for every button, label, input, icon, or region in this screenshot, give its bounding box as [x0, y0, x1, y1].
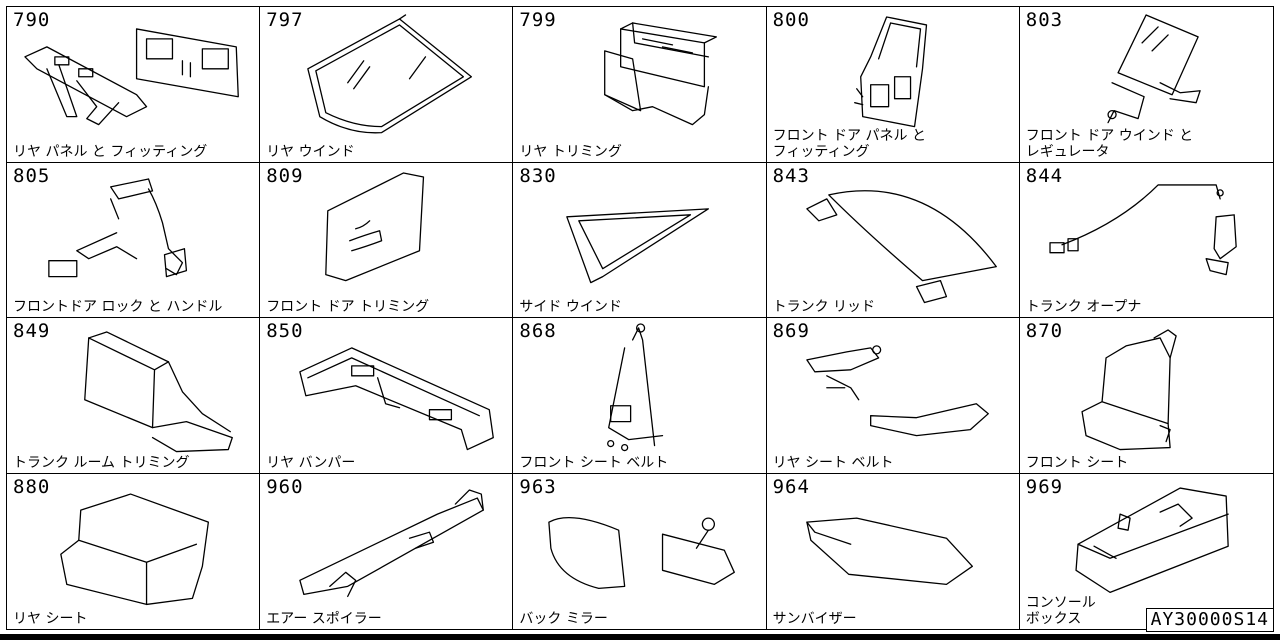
part-code: 868 [519, 320, 557, 342]
parts-index-grid: 790 リヤ パネル と フィッティング 797 リヤ ウインド 799 リヤ トリミ… [6, 6, 1274, 630]
part-label: リヤ パネル と フィッティング [13, 143, 208, 160]
part-label: フロント シート ベルト [519, 454, 669, 471]
trunk-room-trim-icon [84, 331, 233, 453]
part-cell-964[interactable]: 964 サンバイザー [767, 473, 1020, 629]
part-code: 843 [772, 164, 810, 187]
part-code: 844 [1025, 164, 1064, 187]
part-cell-843[interactable]: 843 トランク リッド [766, 162, 1020, 318]
part-code: 800 [772, 9, 810, 31]
part-code: 963 [519, 475, 557, 498]
part-code: 869 [772, 320, 810, 342]
part-label: リヤ シート [13, 611, 88, 627]
part-label: サンバイザー [772, 611, 857, 627]
rear-seat-belt-icon [805, 345, 989, 437]
rear-window-icon [307, 14, 473, 134]
part-code: 870 [1025, 320, 1064, 342]
sun-visor-icon [805, 516, 973, 585]
rear-trim-icon [604, 22, 718, 126]
part-code: 790 [13, 9, 51, 31]
part-label: トランク ルーム トリミング [13, 454, 190, 471]
part-label: リヤ ウインド [266, 143, 355, 160]
part-label: エアー スポイラー [266, 611, 382, 627]
part-code: 964 [772, 475, 810, 498]
part-label: リヤ バンパー [266, 454, 356, 471]
part-label: フロント シート [1025, 454, 1129, 471]
part-label: フロント ドア ウインド と レギュレータ [1025, 127, 1194, 160]
part-cell-844[interactable]: 844 トランク オープナ [1019, 163, 1273, 318]
part-label: トランク オープナ [1025, 299, 1142, 315]
part-label: サイド ウインド [519, 299, 622, 315]
part-cell-800[interactable]: 800 フロント ドア パネル と フィッティング [766, 7, 1020, 163]
part-cell-963[interactable]: 963 バック ミラー [513, 473, 767, 629]
side-window-icon [566, 207, 710, 283]
part-label: リヤ トリミング [519, 143, 622, 160]
part-code: 880 [13, 475, 51, 498]
part-cell-799[interactable]: 799 リヤ トリミング [513, 7, 767, 163]
part-label: フロント ドア トリミング [266, 299, 430, 315]
part-cell-850[interactable]: 850 リヤ バンパー [260, 318, 514, 474]
part-cell-960[interactable]: 960 エアー スポイラー [260, 473, 514, 629]
front-seat-icon [1081, 329, 1177, 451]
part-code: 960 [266, 475, 304, 498]
part-code: 809 [266, 164, 304, 187]
part-label: リヤ シート ベルト [772, 454, 894, 471]
front-door-panel-icon [853, 16, 927, 128]
part-code: 849 [13, 320, 51, 342]
part-cell-880[interactable]: 880 リヤ シート [7, 473, 261, 629]
door-lock-handle-icon [48, 177, 188, 277]
footer-rule [0, 634, 1280, 640]
part-cell-803[interactable]: 803 フロント ドア ウインド と レギュレータ [1019, 7, 1273, 163]
mirror-icon [548, 516, 736, 589]
catalog-code: AY30000S14 [1145, 608, 1274, 632]
console-box-icon [1075, 486, 1229, 593]
door-window-regulator-icon [1107, 14, 1201, 124]
part-code: 803 [1025, 9, 1064, 31]
part-cell-797[interactable]: 797 リヤ ウインド [260, 7, 514, 163]
rear-panel-icon [24, 28, 239, 126]
part-cell-830[interactable]: 830 サイド ウインド [513, 162, 767, 318]
door-trim-icon [325, 171, 425, 281]
air-spoiler-icon [299, 488, 485, 597]
part-code: 830 [519, 164, 557, 187]
front-seat-belt-icon [607, 323, 664, 452]
part-cell-849[interactable]: 849 トランク ルーム トリミング [7, 318, 261, 474]
part-label: トランク リッド [772, 299, 876, 315]
part-code: 850 [266, 320, 304, 342]
part-cell-805[interactable]: 805 フロントドア ロック と ハンドル [7, 162, 261, 318]
part-cell-969[interactable]: 969 コンソール ボックス [1020, 474, 1273, 630]
part-cell-868[interactable]: 868 フロント シート ベルト [513, 318, 767, 474]
trunk-opener-icon [1049, 183, 1237, 275]
part-code: 805 [13, 164, 51, 187]
part-label: コンソール ボックス [1025, 595, 1096, 627]
part-code: 969 [1025, 475, 1064, 498]
part-label: バック ミラー [519, 611, 608, 627]
part-label: フロント ドア パネル と フィッティング [772, 127, 926, 160]
rear-seat-icon [60, 492, 209, 605]
part-cell-870[interactable]: 870 フロント シート [1019, 318, 1273, 474]
part-cell-869[interactable]: 869 リヤ シート ベルト [766, 318, 1020, 474]
trunk-lid-icon [805, 189, 997, 303]
part-code: 799 [519, 9, 557, 31]
rear-bumper-icon [299, 347, 495, 451]
part-code: 797 [266, 9, 304, 31]
part-label: フロントドア ロック と ハンドル [13, 299, 223, 315]
part-cell-809[interactable]: 809 フロント ドア トリミング [260, 162, 514, 318]
part-cell-790[interactable]: 790 リヤ パネル と フィッティング [7, 7, 261, 163]
